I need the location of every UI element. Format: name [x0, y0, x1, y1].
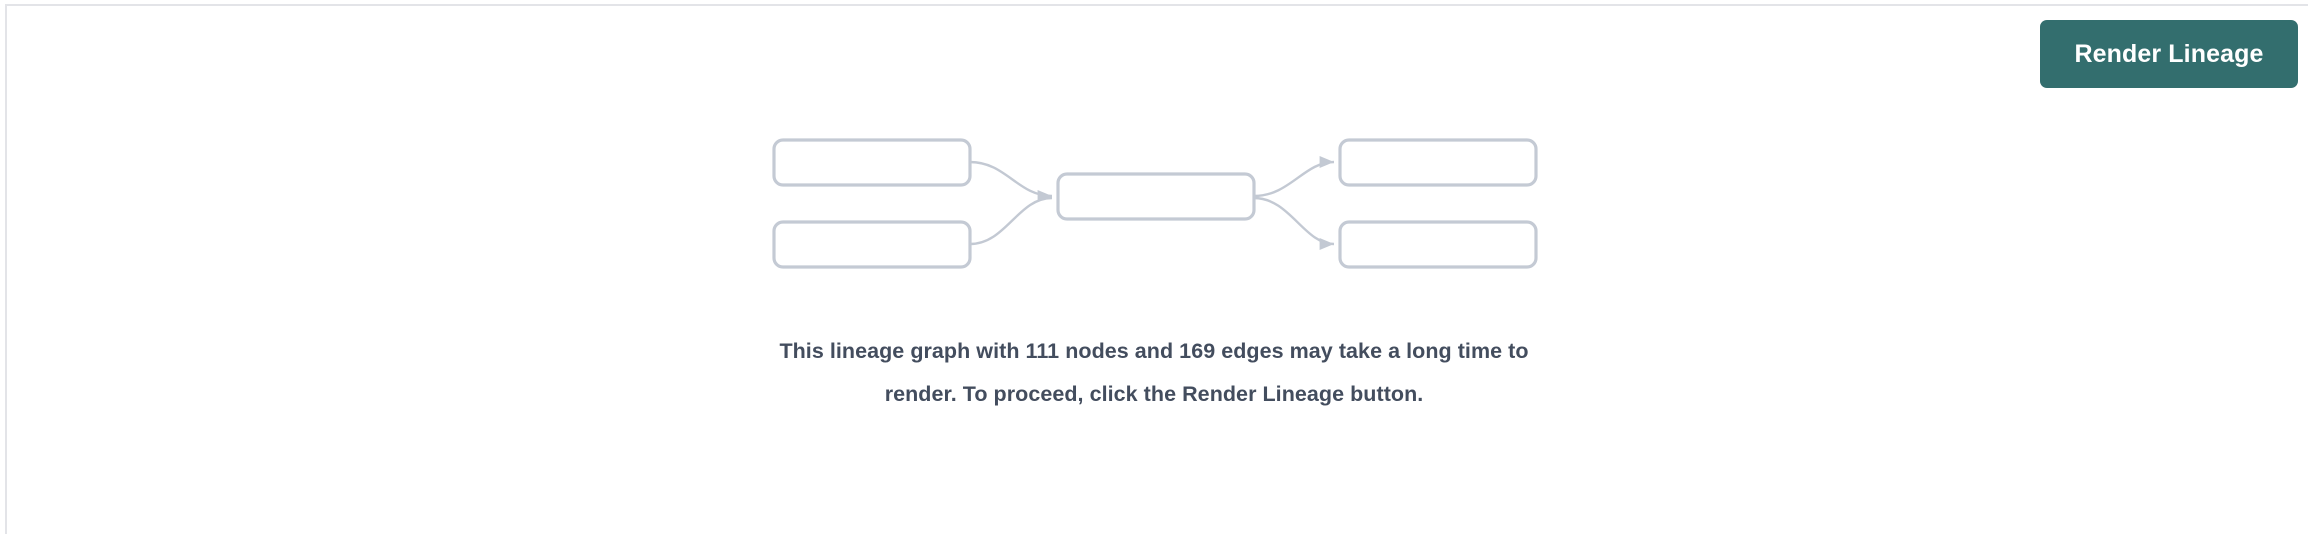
lineage-edge-left-top-to-center [969, 160, 1053, 202]
lineage-edge-left-bottom-to-center [969, 196, 1053, 246]
lineage-node-center [1056, 172, 1256, 221]
empty-state-message: This lineage graph with 111 nodes and 16… [779, 339, 1529, 406]
lineage-node-left-top [772, 138, 972, 187]
lineage-placeholder-graphic [772, 138, 1538, 269]
render-lineage-button[interactable]: Render Lineage [2040, 20, 2298, 88]
lineage-node-right-bottom [1338, 220, 1538, 269]
lineage-edge-center-to-right-bottom [1253, 196, 1335, 250]
lineage-node-left-bottom [772, 220, 972, 269]
panel-top-divider [5, 4, 2308, 6]
lineage-edge-center-to-right-top [1253, 156, 1335, 198]
lineage-node-right-top [1338, 138, 1538, 187]
panel-left-divider [5, 4, 7, 534]
